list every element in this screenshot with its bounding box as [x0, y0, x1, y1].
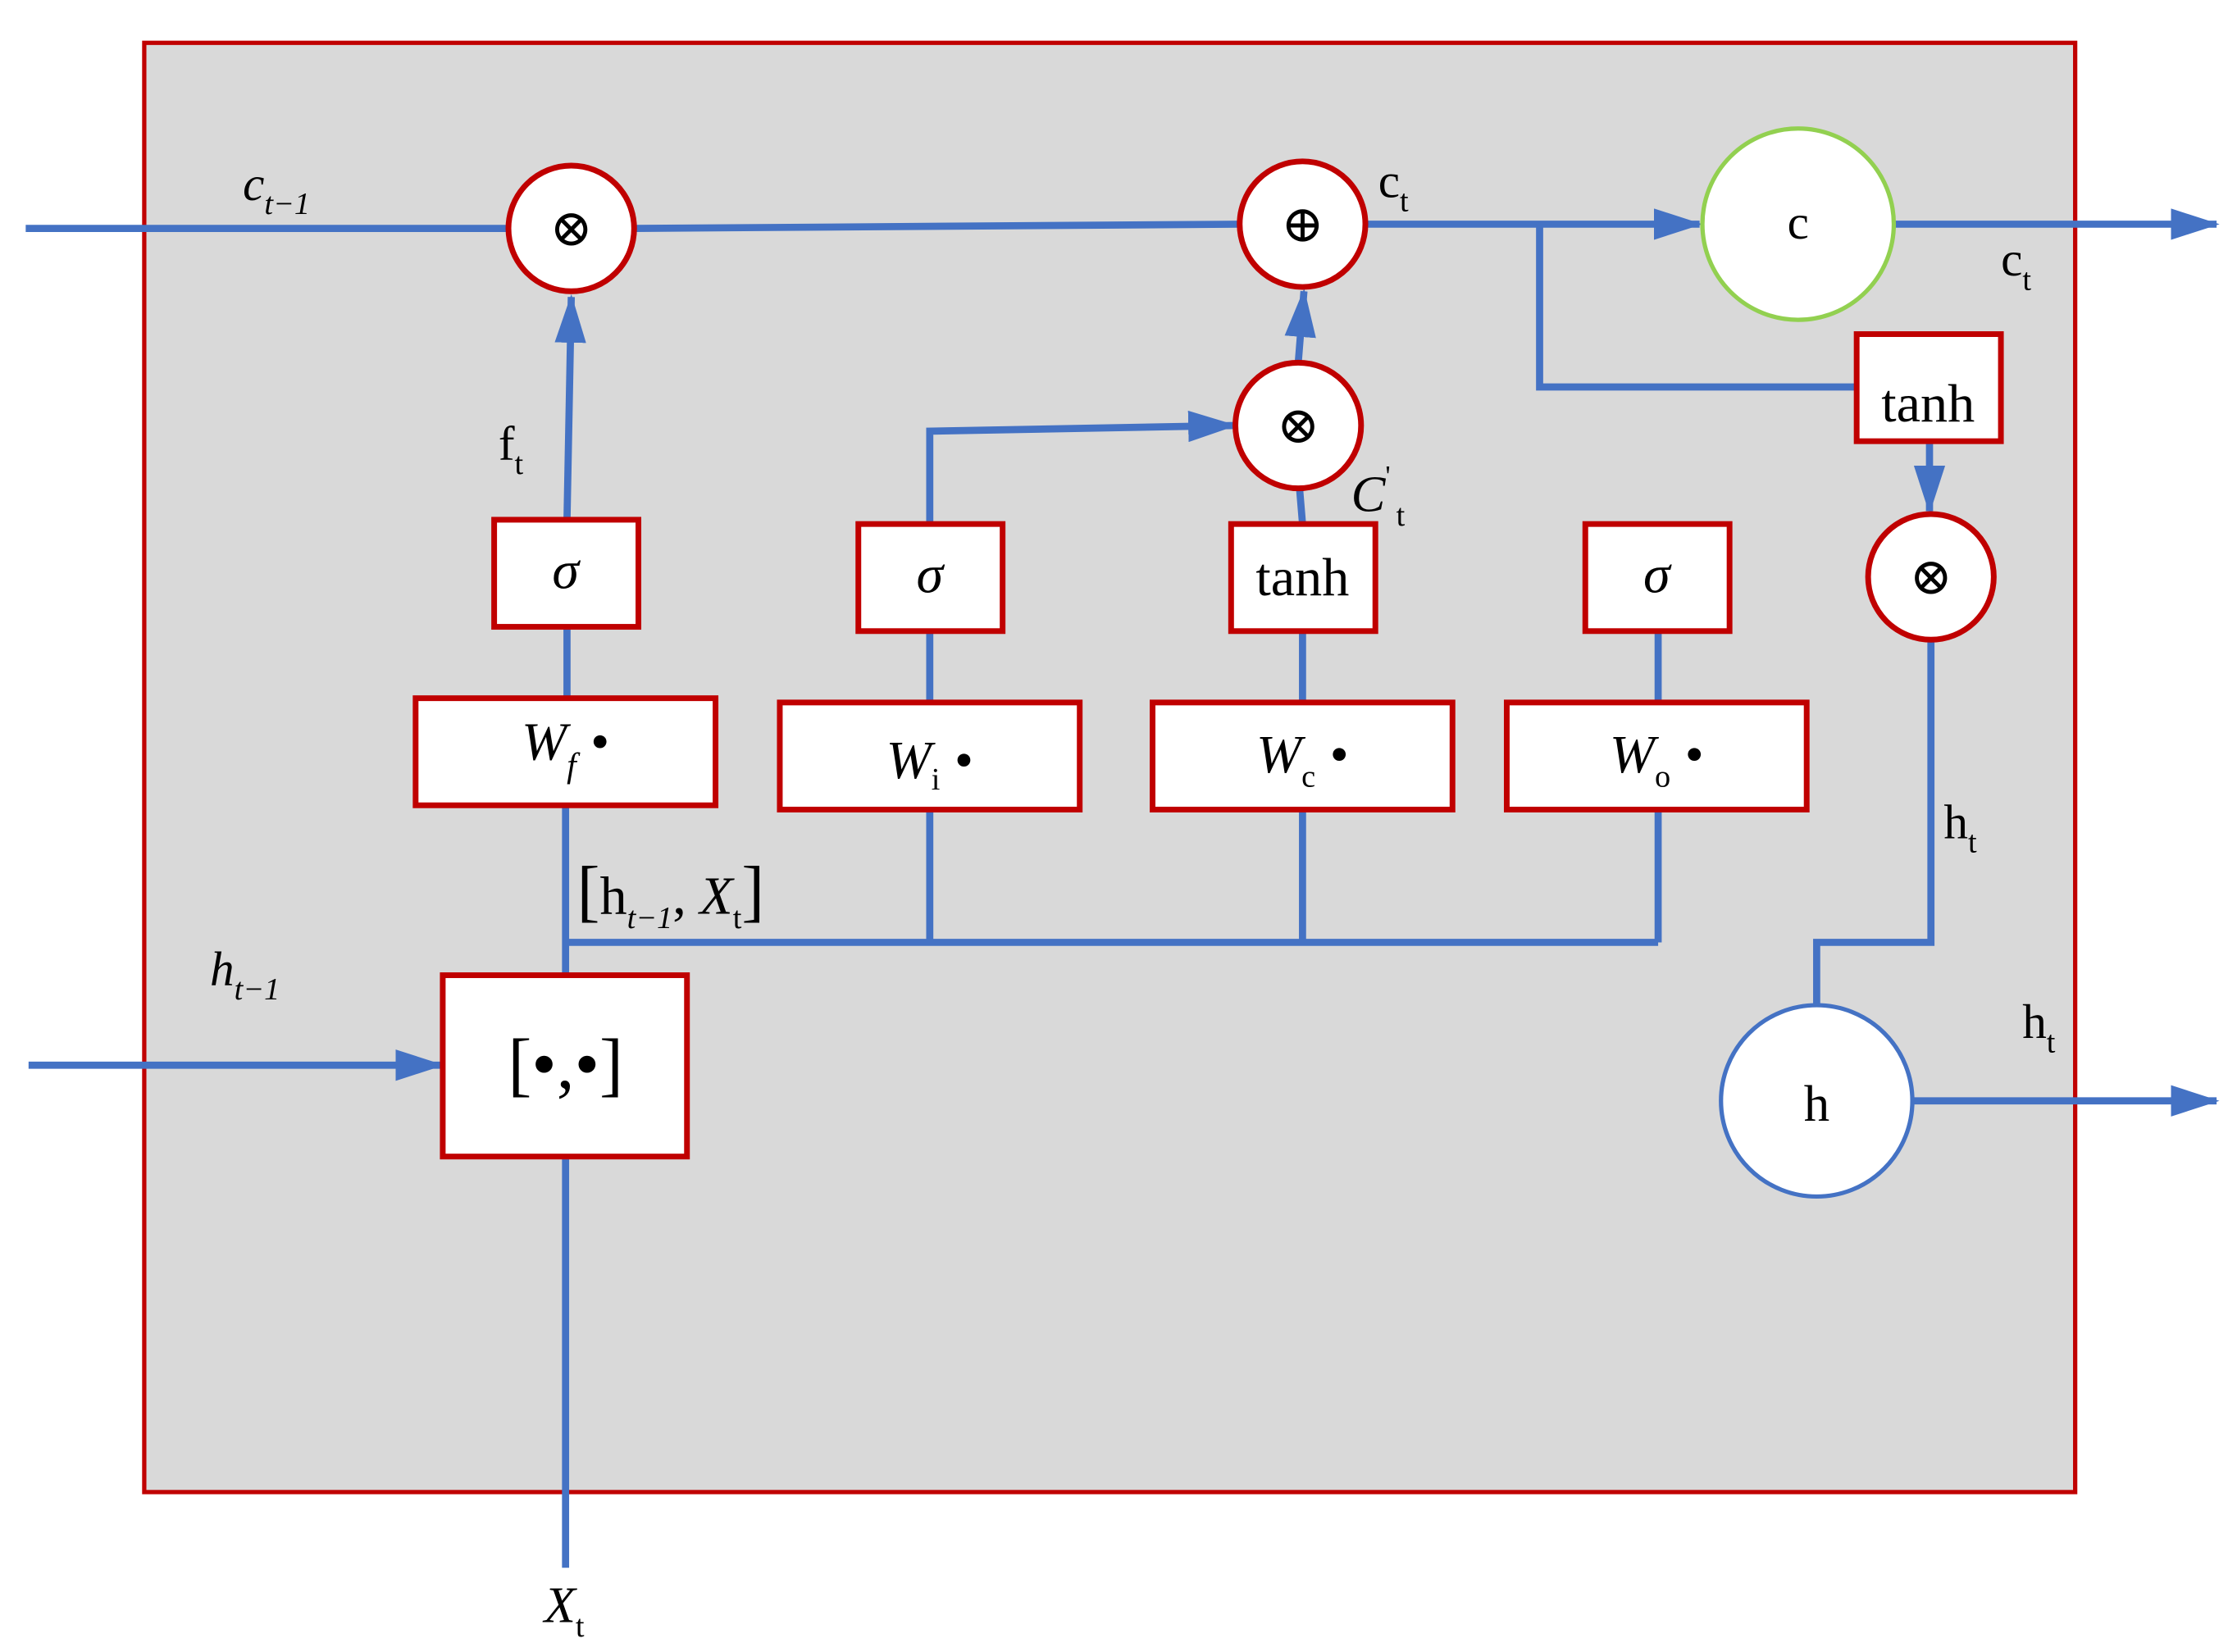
wire-ct-prime — [1296, 489, 1306, 525]
dot-label: • — [590, 712, 609, 772]
forget-multiply-node: ⊗ — [505, 162, 637, 294]
h-node-label: h — [1804, 1075, 1829, 1132]
svg-text:Wf•: Wf• — [522, 712, 609, 785]
tanh-label: tanh — [1255, 548, 1349, 608]
sigma-label: σ — [552, 541, 581, 601]
dot-label: • — [955, 730, 973, 790]
c-state-node: c — [1700, 126, 1897, 322]
concat-label: [•,•] — [508, 1024, 623, 1104]
wire-ct-branch — [1536, 224, 1857, 391]
weight-base: W — [522, 712, 572, 772]
candidate-tanh-box: tanh — [1228, 521, 1378, 635]
weight-o-box: Wo • — [1503, 699, 1810, 812]
weight-base: W — [886, 730, 936, 790]
wire-cell-state — [634, 221, 1240, 233]
sigma-label: σ — [917, 545, 945, 605]
weight-f-box: Wf• — [412, 695, 719, 808]
c-node-label: c — [1788, 195, 1809, 249]
forget-sigma-box: σ — [491, 517, 642, 630]
label-c-prev: ct−1 — [243, 157, 310, 221]
tanh-label: tanh — [1881, 374, 1975, 434]
weight-subscript: o — [1655, 760, 1670, 794]
input-multiply-node: ⊗ — [1232, 359, 1365, 492]
dot-label: • — [1330, 725, 1349, 785]
svg-text:Wi•: Wi • — [886, 730, 973, 797]
wire-it-ct-to-add — [1284, 288, 1316, 363]
output-sigma-box: σ — [1582, 521, 1733, 635]
weight-i-box: Wi • — [777, 699, 1083, 812]
label-c-t-top: ct — [1378, 153, 1409, 218]
multiply-icon: ⊗ — [549, 200, 593, 257]
input-sigma-box: σ — [855, 521, 1006, 635]
concat-box: [•,•] — [440, 972, 690, 1160]
weight-base: W — [1256, 725, 1306, 785]
multiply-icon: ⊗ — [1277, 397, 1320, 454]
add-icon: ⊕ — [1281, 195, 1324, 253]
label-x-t: Xt — [542, 1576, 585, 1643]
sigma-label: σ — [1643, 545, 1672, 605]
weight-subscript: c — [1301, 760, 1315, 794]
label-f-t: ft — [499, 416, 524, 481]
wire-ht-to-h — [1813, 640, 1935, 1006]
svg-text:Wo•: Wo • — [1610, 725, 1704, 794]
wire-ft — [554, 294, 586, 521]
label-h-t-mid: ht — [1943, 794, 1977, 859]
cell-tanh-box: tanh — [1853, 331, 2004, 444]
label-h-prev: ht−1 — [210, 942, 280, 1007]
multiply-icon: ⊗ — [1909, 548, 1952, 605]
label-c-t-out: ct — [2001, 232, 2031, 297]
weight-subscript: i — [932, 762, 941, 797]
h-state-node: h — [1719, 1003, 1915, 1199]
label-c-prime: C't — [1351, 460, 1406, 533]
add-node: ⊕ — [1237, 158, 1369, 290]
svg-text:Wc•: Wc • — [1256, 725, 1349, 794]
wire-it — [926, 410, 1237, 525]
output-multiply-node: ⊗ — [1865, 511, 1997, 643]
label-h-t-out: ht — [2022, 994, 2056, 1059]
label-concat: [ht−1, Xt] — [577, 854, 765, 935]
weight-base: W — [1610, 725, 1660, 785]
dot-label: • — [1685, 725, 1704, 785]
weight-c-box: Wc • — [1150, 699, 1456, 812]
